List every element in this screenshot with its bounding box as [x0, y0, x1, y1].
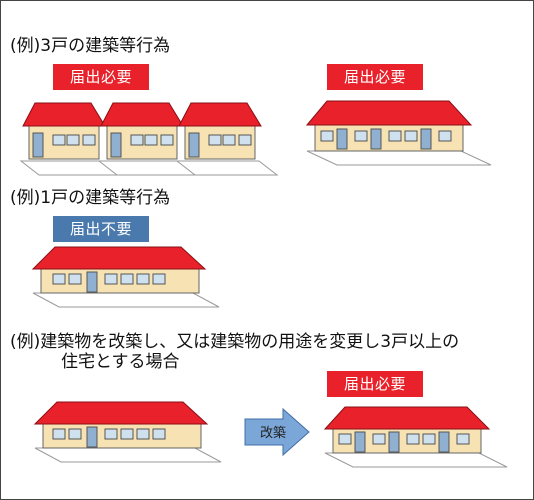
example2-heading: (例)1戸の建築等行為	[10, 188, 171, 208]
after-renovation-house-illustration	[323, 406, 508, 468]
before-renovation-house-illustration	[33, 401, 222, 463]
renovation-arrow-label: 改築	[260, 426, 286, 441]
example3-heading-line2: 住宅とする場合	[61, 352, 180, 372]
example3-badge: 届出必要	[327, 371, 423, 397]
three-houses-illustration	[19, 102, 279, 176]
house-2	[97, 102, 201, 176]
single-house-illustration	[31, 246, 220, 308]
example2-badge: 届出不要	[53, 216, 149, 242]
example1-heading: (例)3戸の建築等行為	[10, 36, 171, 56]
row-house-illustration	[305, 100, 492, 166]
example3-heading-line1: (例)建築物を改築し、又は建築物の用途を変更し3戸以上の	[10, 332, 460, 352]
example1-left-badge: 届出必要	[53, 64, 149, 90]
renovation-arrow: 改築	[244, 407, 310, 457]
house-1	[19, 102, 123, 176]
house-3	[175, 102, 279, 176]
example1-right-badge: 届出必要	[327, 64, 423, 90]
